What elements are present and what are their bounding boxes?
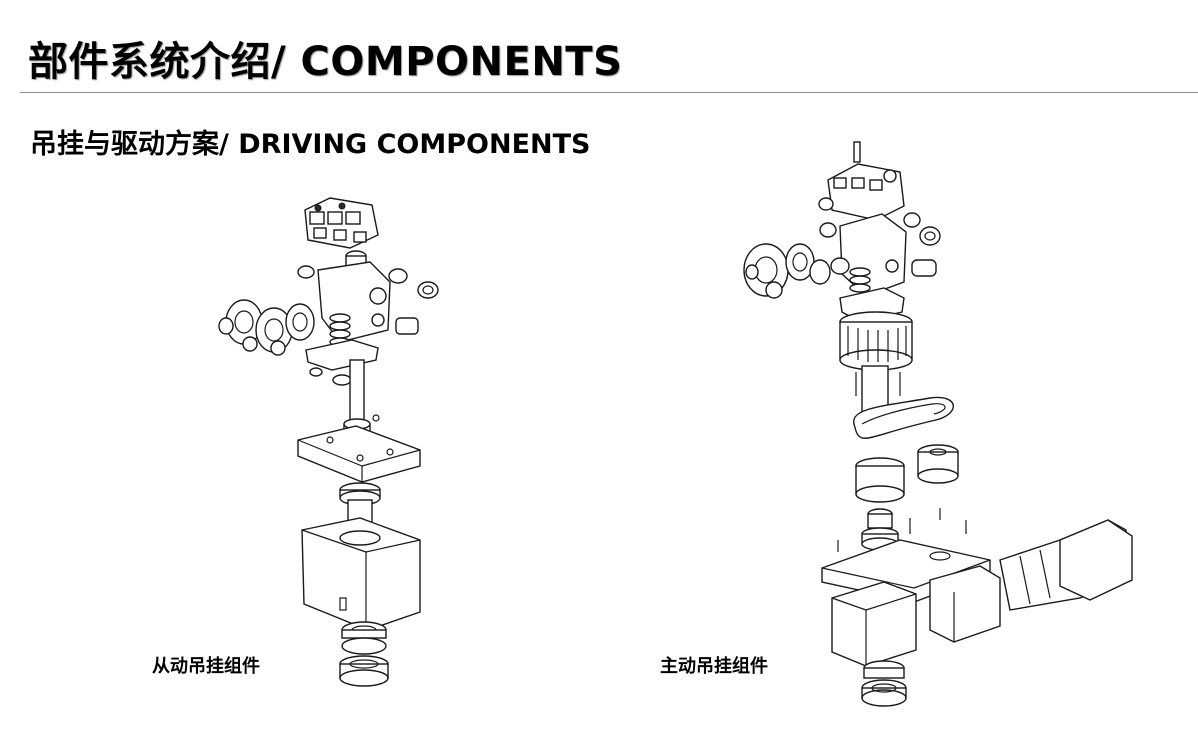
driving-assembly-caption: 主动吊挂组件	[660, 656, 768, 677]
driven-side-rollers	[218, 299, 315, 356]
title-divider	[20, 92, 1198, 93]
driven-upper-bracket	[297, 250, 439, 343]
driven-housing-block	[301, 517, 421, 631]
driving-large-pulley	[839, 311, 913, 371]
driving-upper-bracket	[819, 212, 941, 297]
driven-assembly-caption: 从动吊挂组件	[152, 656, 260, 677]
driving-bottom-rings	[861, 660, 907, 707]
driven-mount-plate	[297, 425, 421, 483]
driven-bottom-rings	[339, 621, 389, 687]
section-subtitle: 吊挂与驱动方案/ DRIVING COMPONENTS	[30, 129, 591, 160]
driving-shaft-and-belt	[853, 365, 954, 439]
driven-spring-stack	[305, 313, 379, 386]
driving-top-block	[818, 141, 905, 221]
driving-small-pulleys	[855, 444, 959, 503]
driving-motor	[999, 519, 1133, 611]
driving-side-rollers	[743, 243, 831, 299]
driven-top-block	[304, 197, 379, 249]
page-title: 部件系统介绍/ COMPONENTS	[28, 39, 623, 85]
driving-bearing-stack	[837, 508, 967, 552]
driving-gearbox	[831, 565, 1001, 667]
